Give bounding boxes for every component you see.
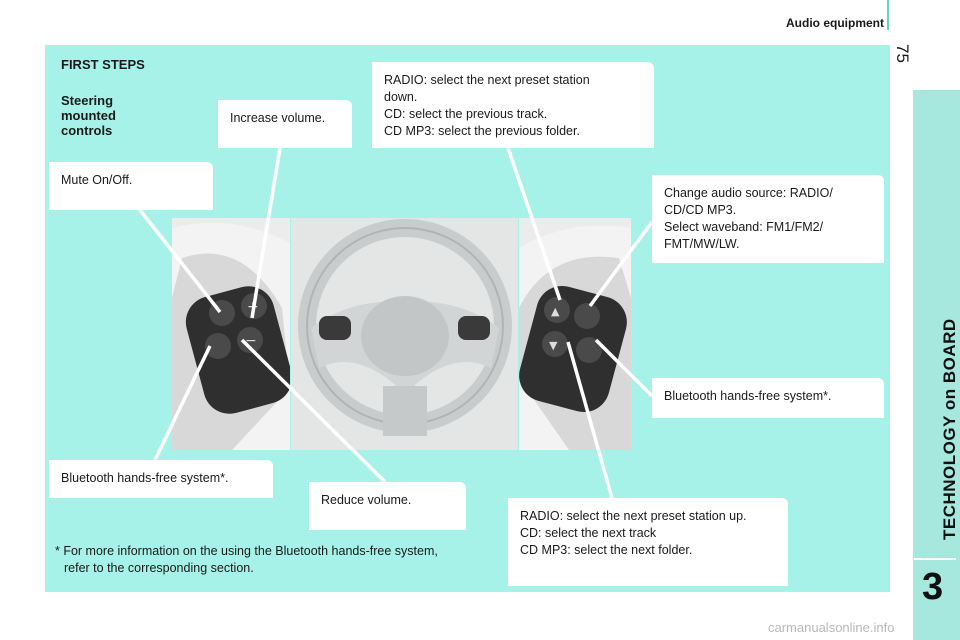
footnote-line-2: refer to the corresponding section. <box>55 560 495 577</box>
callout-preset-down-line-4: CD MP3: select the previous folder. <box>384 123 642 140</box>
callout-preset-down-line-1: RADIO: select the next preset station <box>384 72 642 89</box>
callout-bluetooth-right-line: Bluetooth hands-free system*. <box>664 388 872 405</box>
chapter-number: 3 <box>922 566 943 609</box>
left-controls-illustration: + − <box>172 218 290 450</box>
footnote: * For more information on the using the … <box>55 543 495 577</box>
callout-reduce-volume: Reduce volume. <box>309 482 466 530</box>
footnote-line-1: * For more information on the using the … <box>55 543 495 560</box>
right-controls-illustration: ▲ ▼ <box>519 218 631 450</box>
steering-wheel-illustration <box>291 218 518 450</box>
running-header: Audio equipment <box>760 16 884 30</box>
callout-mute-line: Mute On/Off. <box>61 172 201 189</box>
steering-wheel-photo <box>291 218 518 450</box>
svg-text:+: + <box>247 299 259 315</box>
callout-change-source-line-4: FMT/MW/LW. <box>664 236 872 253</box>
chapter-divider <box>914 558 956 560</box>
callout-change-source-line-3: Select waveband: FM1/FM2/ <box>664 219 872 236</box>
chapter-title: TECHNOLOGY on BOARD <box>940 270 960 540</box>
page-number: 75 <box>892 44 912 74</box>
svg-text:▲: ▲ <box>551 305 560 318</box>
subsection-title: Steering mounted controls <box>61 93 156 138</box>
callout-preset-down: RADIO: select the next preset station do… <box>372 62 654 148</box>
callout-reduce-volume-line: Reduce volume. <box>321 492 454 509</box>
section-title: FIRST STEPS <box>61 57 145 72</box>
callout-increase-volume: Increase volume. <box>218 100 352 148</box>
callout-preset-up-line-2: CD: select the next track <box>520 525 776 542</box>
callout-preset-up: RADIO: select the next preset station up… <box>508 498 788 586</box>
callout-bluetooth-left: Bluetooth hands-free system*. <box>49 460 273 498</box>
callout-change-source: Change audio source: RADIO/ CD/CD MP3. S… <box>652 175 884 263</box>
svg-text:▼: ▼ <box>549 339 558 352</box>
callout-mute: Mute On/Off. <box>49 162 213 210</box>
header-divider <box>887 0 889 30</box>
callout-preset-up-line-3: CD MP3: select the next folder. <box>520 542 776 559</box>
callout-preset-down-line-2: down. <box>384 89 642 106</box>
callout-increase-volume-line: Increase volume. <box>230 110 340 127</box>
callout-change-source-line-1: Change audio source: RADIO/ <box>664 185 872 202</box>
callout-preset-up-line-1: RADIO: select the next preset station up… <box>520 508 776 525</box>
watermark: carmanualsonline.info <box>768 620 894 635</box>
callout-change-source-line-2: CD/CD MP3. <box>664 202 872 219</box>
right-controls-photo: ▲ ▼ <box>519 218 631 450</box>
left-controls-photo: + − <box>172 218 290 450</box>
callout-bluetooth-right: Bluetooth hands-free system*. <box>652 378 884 418</box>
callout-bluetooth-left-line: Bluetooth hands-free system*. <box>61 470 261 487</box>
svg-text:−: − <box>245 333 257 349</box>
callout-preset-down-line-3: CD: select the previous track. <box>384 106 642 123</box>
